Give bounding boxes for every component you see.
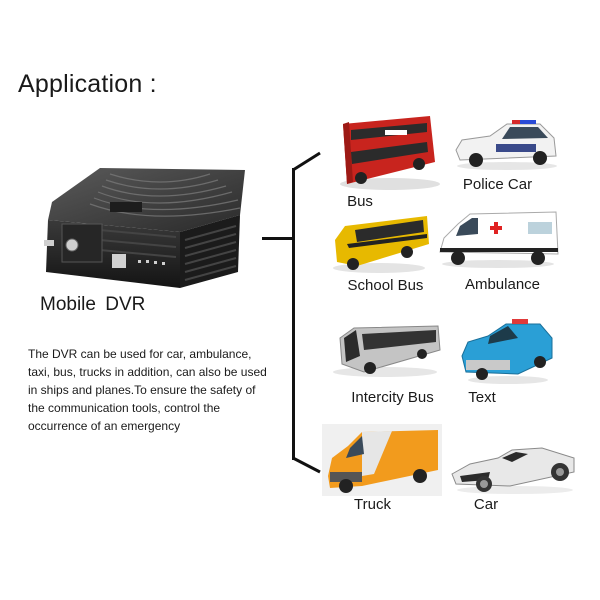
bracket-bottom-tick [292, 456, 321, 474]
sports-car-icon [451, 447, 575, 494]
vehicle-label-taxi: Text [468, 389, 496, 406]
ambulance-icon [439, 211, 559, 268]
description-text: The DVR can be used for car, ambulance, … [28, 347, 267, 433]
vehicle-label-school-bus: School Bus [347, 277, 424, 294]
page-title: Application : [18, 70, 157, 98]
bracket-vertical [292, 168, 295, 460]
police-car-icon [455, 120, 557, 170]
device-label: Mobile DVR [40, 294, 146, 315]
delivery-van-icon [322, 424, 442, 496]
school-bus-icon [333, 216, 429, 273]
vehicle-label-intercity-bus: Intercity Bus [351, 389, 434, 406]
intercity-bus-icon [333, 325, 441, 377]
taxi-icon [461, 319, 553, 384]
bracket-top-tick [292, 151, 321, 172]
vehicle-label-bus: Bus [347, 193, 373, 210]
vehicle-label-ambulance: Ambulance [464, 276, 541, 293]
vehicle-label-police-car: Police Car [462, 176, 533, 193]
mobile-dvr-icon [44, 168, 245, 288]
vehicle-label-car: Car [473, 496, 499, 513]
double-decker-bus-icon [340, 116, 440, 190]
connector-line [262, 237, 295, 240]
vehicle-label-truck: Truck [354, 496, 391, 513]
